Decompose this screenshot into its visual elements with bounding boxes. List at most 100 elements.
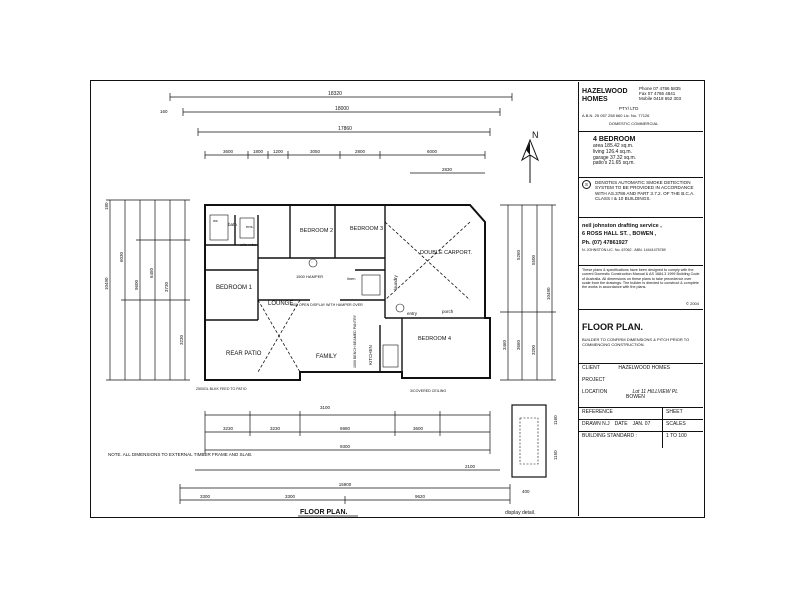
location-label: LOCATION <box>582 388 608 395</box>
fixtures <box>209 214 405 368</box>
drafting-phone: Ph. (07) 47861927 <box>582 239 628 246</box>
copyright-mark: © 2004 <box>686 301 699 307</box>
company-phone: Phone 07 4786 5835 <box>639 86 681 91</box>
dim-top-4: 3600 <box>223 149 234 154</box>
dim-top-8: 2800 <box>355 149 366 154</box>
note-blk: 2500GL BLKK FEED TO PATIO <box>196 387 247 391</box>
scale-value: 1 TO 100 <box>666 433 687 439</box>
room-family: FAMILY <box>316 354 337 360</box>
room-bedroom-4: BEDROOM 4 <box>418 336 451 342</box>
company-fax: Fax 07 4786 4841 <box>639 91 676 97</box>
dim-left-2: 6030 <box>119 251 124 262</box>
plan-title: FLOOR PLAN. <box>582 322 643 332</box>
company-suffix: PTY/ LTD <box>619 106 639 111</box>
drawn-label: DRAWN N.J <box>582 421 610 427</box>
dim-bottom-7: 2100 <box>465 464 476 469</box>
summary-living: living 126.4 sq.m. <box>593 148 632 155</box>
drawing-sheet <box>90 80 705 518</box>
dim-bottom-4: 6980 <box>340 426 351 431</box>
drafting-licence: N. JOHNSTON LIC. No. 67062 . ABN. 144414… <box>582 247 666 252</box>
dim-top-3: 17860 <box>338 126 352 132</box>
date-label: DATE <box>614 421 628 427</box>
room-entry: entry <box>407 311 418 316</box>
plan-note: BUILDER TO CONFIRM DIMENSIONS & PITCH PR… <box>582 337 690 347</box>
room-linen: linen <box>347 276 355 281</box>
client-value: HAZELWOOD HOMES <box>618 365 670 371</box>
summary-patios: patio's 21.65 sq.m. <box>593 160 635 167</box>
dim-right-2: 5500 <box>531 254 536 265</box>
dim-bottom-3: 3230 <box>270 426 281 431</box>
smoke-note: DENOTES AUTOMATIC SMOKE DETECTION SYSTEM… <box>595 180 695 201</box>
location-value: Lot 11 HILLVIEW PL <box>632 388 679 395</box>
room-robe: w/in robe <box>240 242 257 247</box>
dim-bottom-10: 3300 <box>200 494 211 499</box>
dim-bottom-1: 3100 <box>320 405 331 410</box>
display-detail-width: 400 <box>522 489 530 494</box>
dim-right-5: 3460 <box>502 339 507 350</box>
room-bedroom-2: BEDROOM 2 <box>300 228 333 234</box>
top-dimensions <box>169 93 513 174</box>
summary-section: 4 BEDROOM area 185.42 sq.m. living 126.4… <box>579 132 703 178</box>
dim-bottom-8: 15900 <box>339 482 352 487</box>
drafting-address: 6 ROSS HALL ST. , BOWEN , <box>582 231 657 238</box>
company-section: HAZELWOOD HOMES Phone 07 4786 5835 Fax 0… <box>579 82 703 132</box>
display-detail-h2: 1150 <box>553 450 558 460</box>
display-detail-h1: 1160 <box>553 415 558 425</box>
dim-top-2: 18000 <box>335 106 349 112</box>
display-detail-box <box>511 404 547 478</box>
dim-left-4: 6450 <box>149 267 154 278</box>
company-name-1: HAZELWOOD <box>582 88 628 95</box>
summary-area: area 185.42 sq.m. <box>593 143 634 150</box>
dim-top-7: 3050 <box>310 149 321 154</box>
room-laundry: laundry <box>393 274 398 290</box>
dim-left-5: 3730 <box>164 281 169 292</box>
dims-note: NOTE. ALL DIMENSIONS TO EXTERNAL TIMBER … <box>108 452 252 457</box>
dim-right-1: 10490 <box>546 287 551 300</box>
note-pantry: 1000 BENCH BEAMED PANTRY <box>353 314 357 368</box>
summary-title: 4 BEDROOM <box>593 136 636 143</box>
smoke-section: S DENOTES AUTOMATIC SMOKE DETECTION SYST… <box>579 178 703 218</box>
interior-walls <box>205 205 485 372</box>
copyright-section: These plans & specifications have been d… <box>579 266 703 310</box>
room-kitchen: KITCHEN <box>368 345 373 365</box>
dim-bottom-9: 9620 <box>415 494 426 499</box>
dim-right-6: 3200 <box>531 344 536 355</box>
bottom-dimensions <box>179 411 511 504</box>
company-name-2: HOMES <box>582 96 608 104</box>
dims-note-text: NOTE. ALL DIMENSIONS TO EXTERNAL TIMBER … <box>108 452 252 457</box>
company-abn: A.B.N. 25 057 258 660 Lic. No. 77126 <box>582 113 650 118</box>
room-porch: porch <box>442 309 454 314</box>
company-contacts: Phone 07 4786 5835 Fax 07 4786 4841 Mobi… <box>639 86 681 102</box>
floor-plan-drawing: N 18320 18000 17860 3600 1800 1200 3050 … <box>104 91 558 517</box>
company-mobile: Mobile 0418 652 303 <box>639 96 682 102</box>
dim-right-3: 5260 <box>516 249 521 260</box>
north-label: N <box>532 130 539 140</box>
summary-garage: garage 37.32 sq.m. <box>593 154 637 161</box>
dim-left-1: 10490 <box>104 277 109 290</box>
dim-top-overall: 18320 <box>328 91 342 97</box>
drafting-section: neil johnston drafting service , 6 ROSS … <box>579 218 703 266</box>
dim-top-6: 1200 <box>273 149 284 154</box>
dim-bottom-6: 9300 <box>340 444 351 449</box>
reference-label: REFERENCE <box>579 408 662 420</box>
room-bath: bath <box>228 222 237 227</box>
standard-label: BUILDING STANDARD : <box>582 433 637 439</box>
display-detail-label: display detail. <box>505 510 535 516</box>
project-label: PROJECT <box>582 376 606 383</box>
house-outline <box>204 204 491 381</box>
note-display-niche: 1000 OPEN DISPLAY WITH HAMPER OVER <box>290 303 363 307</box>
company-logo: HAZELWOOD HOMES <box>582 88 628 104</box>
dim-left-7: 180 <box>104 202 109 210</box>
bottom-plan-title: FLOOR PLAN. <box>300 509 347 516</box>
room-wc: wc <box>213 218 218 223</box>
dim-top-9: 6000 <box>427 149 438 154</box>
copyright-note: These plans & specifications have been d… <box>582 268 700 289</box>
dim-left-3: 9600 <box>134 279 139 290</box>
room-carport: DOUBLE CARPORT. <box>420 250 472 256</box>
scales-label: SCALES <box>663 420 703 432</box>
title-block: HAZELWOOD HOMES Phone 07 4786 5835 Fax 0… <box>578 82 703 516</box>
right-dimensions <box>500 204 556 381</box>
room-lounge: LOUNGE <box>268 301 293 307</box>
room-bedroom-1: BEDROOM 1 <box>216 285 253 291</box>
